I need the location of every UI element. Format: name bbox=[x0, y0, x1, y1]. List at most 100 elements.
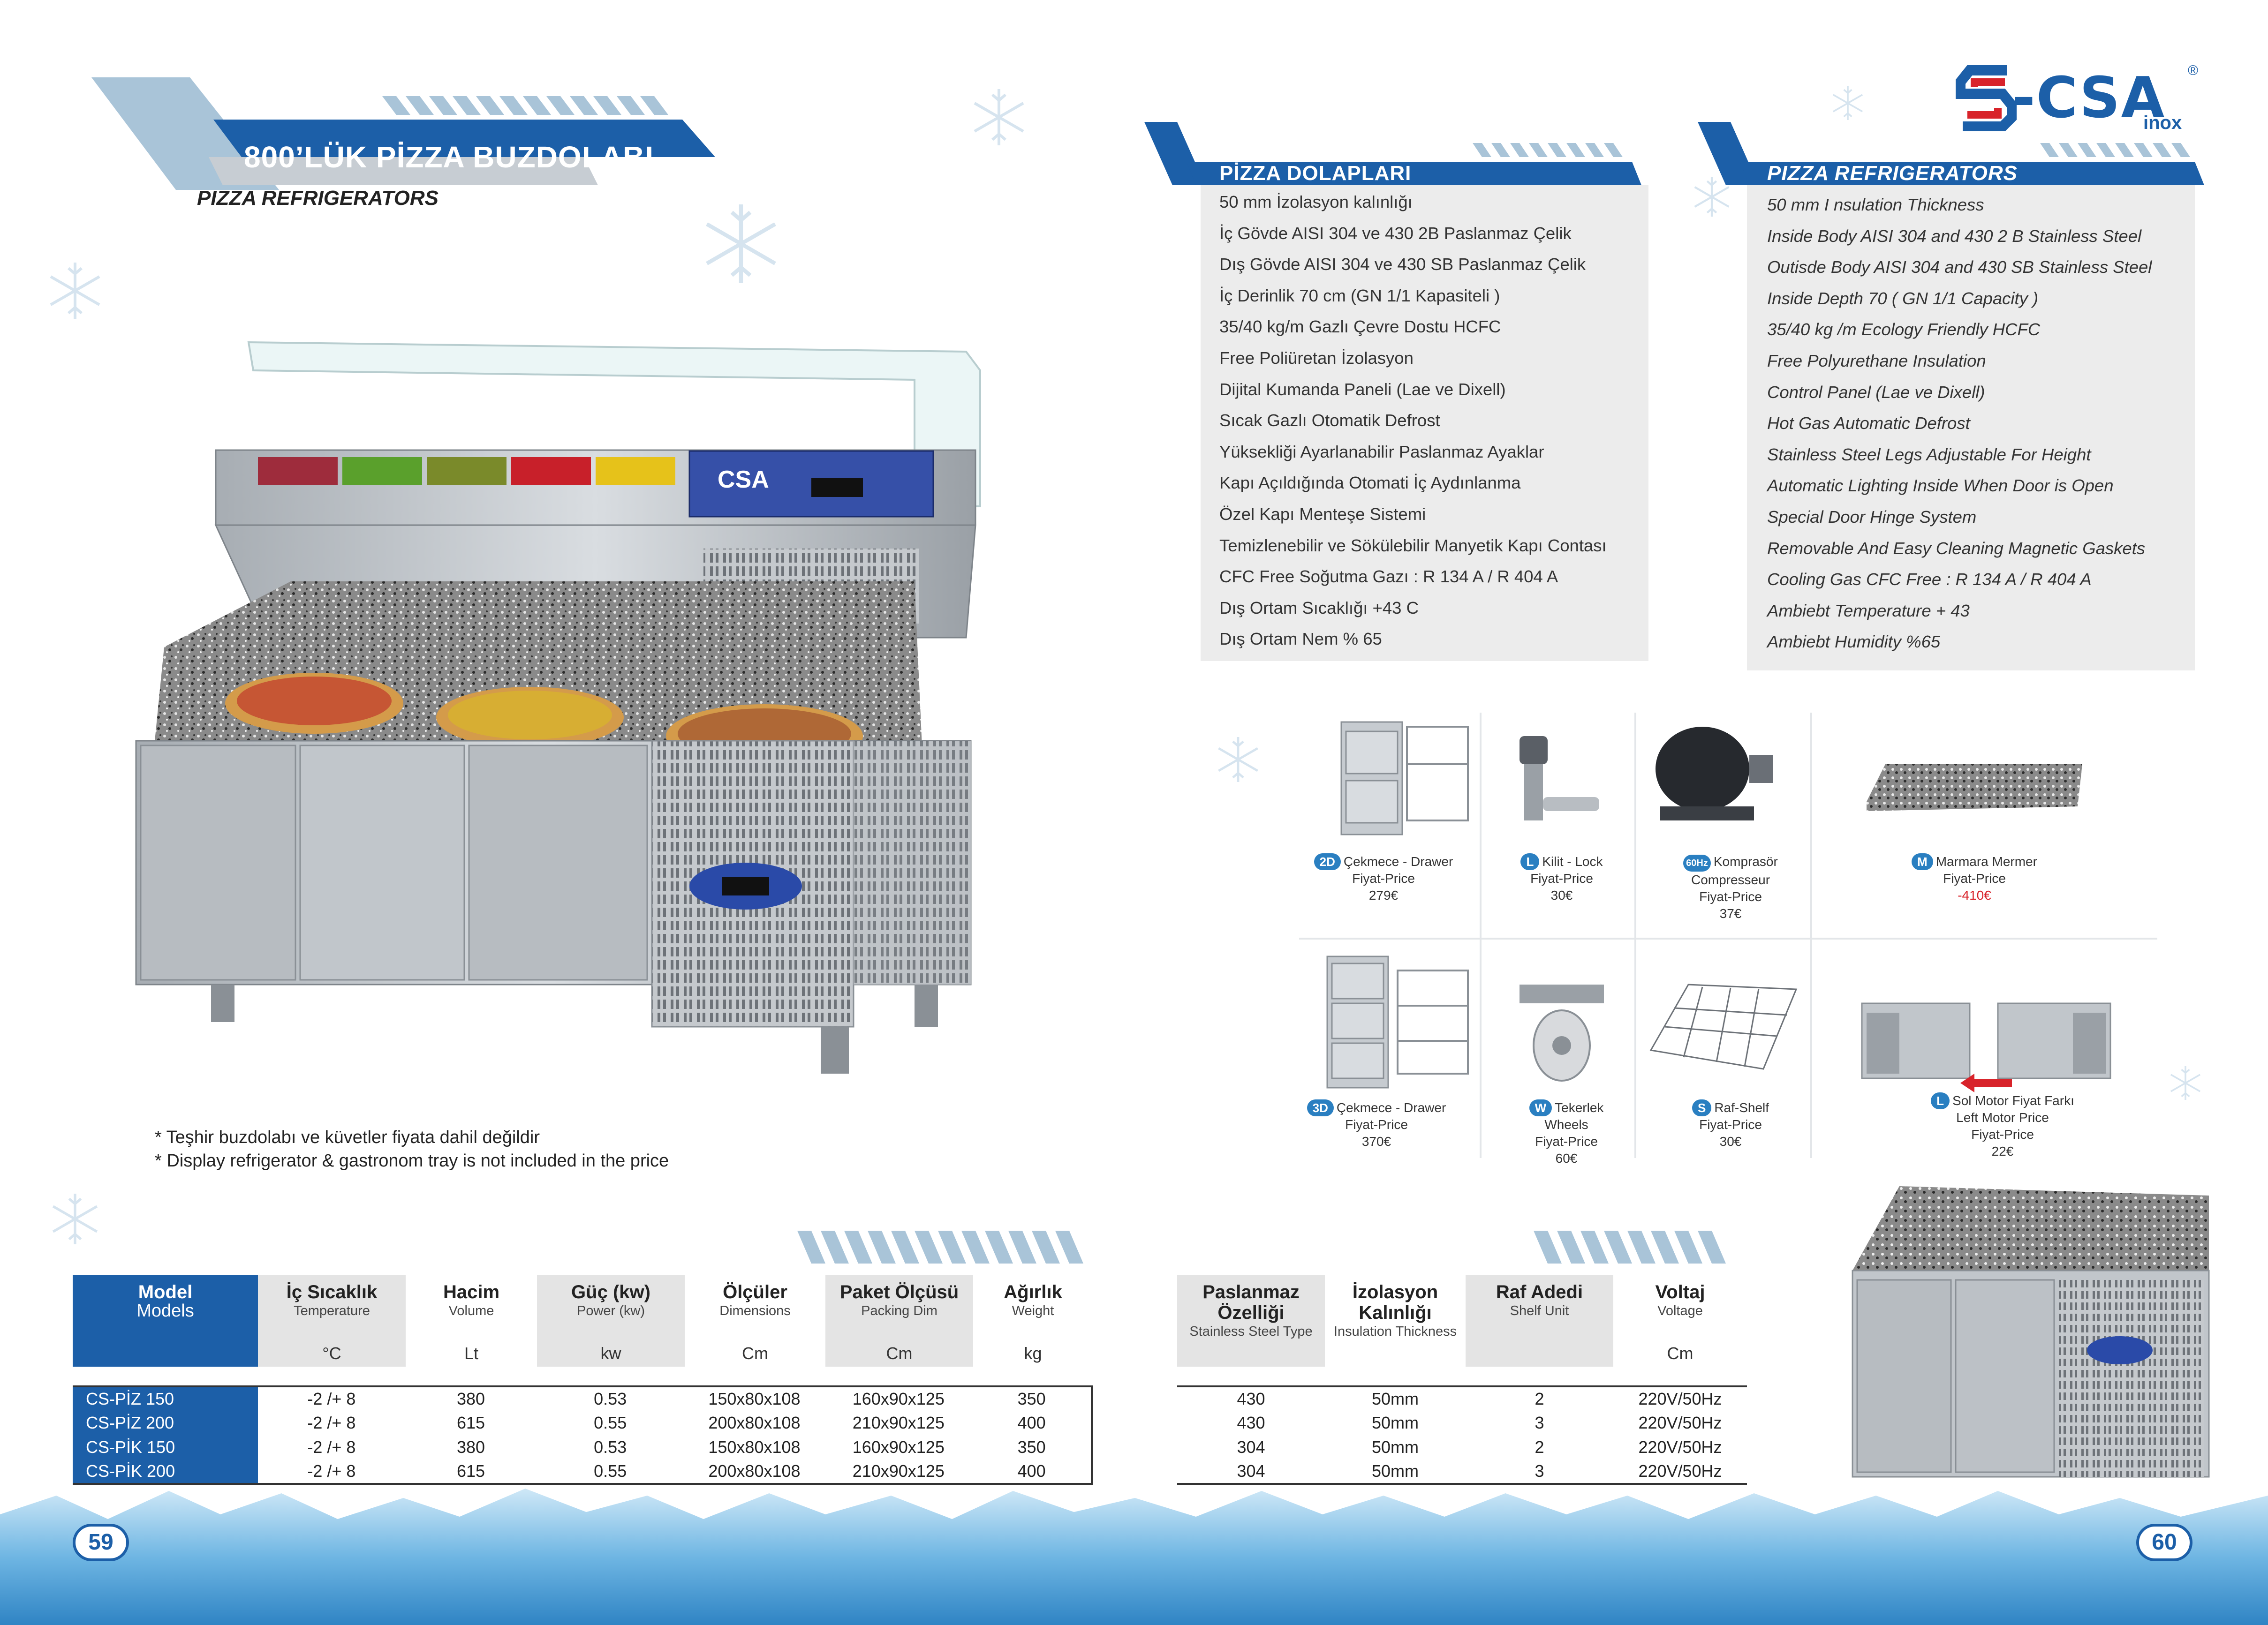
page-title: 800’LÜK PİZZA BUZDOLABI bbox=[244, 140, 654, 174]
spec-en-item: 50 mm I nsulation Thickness bbox=[1767, 195, 1984, 214]
option-price: 279€ bbox=[1368, 888, 1399, 903]
spec-en-header: PIZZA REFRIGERATORS bbox=[1767, 162, 2018, 185]
option-code-badge: 2D bbox=[1314, 853, 1341, 870]
page-subtitle: PIZZA REFRIGERATORS bbox=[197, 187, 438, 210]
note-en: * Display refrigerator & gastronom tray … bbox=[155, 1151, 669, 1171]
spec-en-item: Special Door Hinge System bbox=[1767, 507, 1977, 527]
option-price-label: Fiyat-Price bbox=[1971, 1127, 2034, 1142]
col-header-power: Güç (kw)Power (kw) kw bbox=[537, 1275, 685, 1367]
spec-en-item: Free Polyurethane Insulation bbox=[1767, 351, 1986, 370]
spec-en-box bbox=[1747, 185, 2195, 670]
spec-en-item: Ambiebt Humidity %65 bbox=[1767, 632, 1941, 652]
option-price: 60€ bbox=[1555, 1151, 1578, 1166]
option-price-label: Fiyat-Price bbox=[1345, 1117, 1408, 1132]
option-divider bbox=[1480, 713, 1482, 1158]
spec-tr-item: İç Gövde AISI 304 ve 430 2B Paslanmaz Çe… bbox=[1219, 223, 1572, 243]
option-price: -410€ bbox=[1958, 888, 1991, 903]
brand-logo: -CSA ® inox bbox=[1956, 61, 2200, 133]
drawer-2d-image bbox=[1340, 721, 1469, 835]
option-name: Sol Motor Fiyat Farkı bbox=[1952, 1093, 2074, 1108]
drawer-3d-image bbox=[1326, 955, 1469, 1089]
option-divider bbox=[1810, 713, 1812, 1158]
spec-tr-ribbon bbox=[1144, 122, 1641, 185]
marble-top-image bbox=[1867, 764, 2082, 811]
spec-en-ribbon bbox=[1698, 122, 2204, 185]
spec-tr-header: PİZZA DOLAPLARI bbox=[1219, 162, 1412, 185]
spec-tr-item: Özel Kapı Menteşe Sistemi bbox=[1219, 504, 1426, 524]
pizza-refrigerator-image: CSA bbox=[135, 341, 981, 1074]
spec-tr-item: Yüksekliği Ayarlanabilir Paslanmaz Ayakl… bbox=[1219, 442, 1544, 461]
spec-tr-item: Dış Ortam Nem % 65 bbox=[1219, 629, 1382, 649]
spec-en-item: Outisde Body AISI 304 and 430 SB Stainle… bbox=[1767, 257, 2152, 277]
compressor-image bbox=[1656, 727, 1773, 820]
option-price: 37€ bbox=[1719, 906, 1742, 921]
csa-s-mark-icon bbox=[1956, 65, 2017, 131]
option-name: Çekmece - Drawer bbox=[1336, 1100, 1446, 1115]
spec-en-item: Automatic Lighting Inside When Door is O… bbox=[1767, 476, 2114, 496]
spec-tr-item: Dış Gövde AISI 304 ve 430 SB Paslanmaz Ç… bbox=[1219, 255, 1586, 274]
option-code-badge: 60Hz bbox=[1683, 855, 1711, 872]
option-code-badge: S bbox=[1692, 1099, 1712, 1116]
spec-en-item: Ambiebt Temperature + 43 bbox=[1767, 601, 1970, 620]
spec-tr-item: 50 mm İzolasyon kalınlığı bbox=[1219, 192, 1413, 211]
brand-name: -CSA bbox=[2012, 66, 2166, 131]
note-tr: * Teşhir buzdolabı ve küvetler fiyata da… bbox=[155, 1128, 540, 1147]
left-motor-image bbox=[1861, 1002, 2111, 1092]
option-name: Çekmece - Drawer bbox=[1343, 854, 1453, 869]
option-price-label: Fiyat-Price bbox=[1352, 871, 1415, 886]
ice-band bbox=[0, 1489, 2268, 1625]
spec-tr-item: CFC Free Soğutma Gazı : R 134 A / R 404 … bbox=[1219, 567, 1558, 587]
option-code-badge: L bbox=[1520, 853, 1540, 870]
option-name: Raf-Shelf bbox=[1714, 1100, 1769, 1115]
svg-text:CSA: CSA bbox=[718, 466, 769, 493]
spec-en-list: 50 mm I nsulation Thickness Inside Body … bbox=[1767, 189, 2194, 658]
page-number-left: 59 bbox=[73, 1524, 129, 1561]
option-divider bbox=[1634, 713, 1636, 1158]
option-name: Komprasör bbox=[1713, 854, 1778, 869]
option-price-label: Fiyat-Price bbox=[1699, 1117, 1762, 1132]
option-price-label: Fiyat-Price bbox=[1699, 889, 1762, 904]
spec-tr-item: 35/40 kg/m Gazlı Çevre Dostu HCFC bbox=[1219, 317, 1501, 337]
option-code-badge: M bbox=[1912, 853, 1933, 870]
table-stripes-right bbox=[1534, 1231, 1726, 1264]
spec-tr-item: İç Derinlik 70 cm (GN 1/1 Kapasiteli ) bbox=[1219, 286, 1500, 305]
spec-en-item: Removable And Easy Cleaning Magnetic Gas… bbox=[1767, 538, 2146, 558]
shelf-image bbox=[1649, 984, 1798, 1070]
title-ribbon bbox=[91, 77, 715, 190]
option-price: 30€ bbox=[1550, 888, 1573, 903]
option-name-2: Left Motor Price bbox=[1956, 1110, 2049, 1125]
option-price: 30€ bbox=[1719, 1134, 1742, 1149]
table-stripes-left bbox=[797, 1231, 1083, 1264]
spec-tr-item: Dijital Kumanda Paneli (Lae ve Dixell) bbox=[1219, 379, 1506, 399]
page-number-right: 60 bbox=[2136, 1524, 2192, 1561]
lock-image bbox=[1520, 736, 1599, 820]
brand-registered: ® bbox=[2188, 63, 2199, 78]
col-header-model: Model Models bbox=[73, 1275, 258, 1367]
option-code-badge: W bbox=[1529, 1099, 1552, 1116]
spec-tr-item: Dış Ortam Sıcaklığı +43 C bbox=[1219, 598, 1419, 617]
spec-en-item: Inside Body AISI 304 and 430 2 B Stainle… bbox=[1767, 226, 2142, 246]
spec-en-item: Control Panel (Lae ve Dixell) bbox=[1767, 382, 1985, 402]
option-price: 370€ bbox=[1361, 1134, 1391, 1149]
option-name-2: Compresseur bbox=[1691, 873, 1770, 887]
